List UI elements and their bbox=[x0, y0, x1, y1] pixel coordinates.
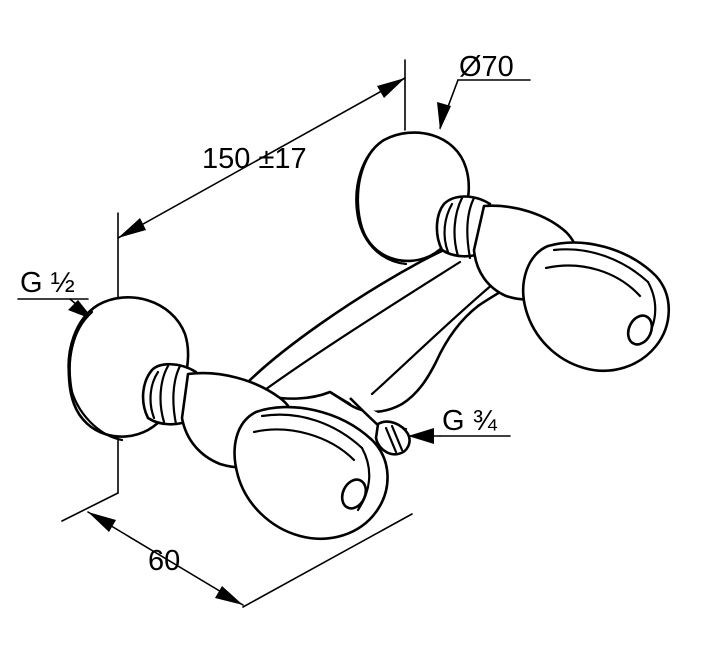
dimension-inlet bbox=[17, 298, 94, 320]
arrowhead bbox=[88, 512, 116, 532]
spacing-label: 150 ±17 bbox=[202, 143, 307, 175]
diameter-label: Ø70 bbox=[459, 51, 514, 83]
handle-hole bbox=[340, 478, 368, 510]
outlet-nozzle bbox=[374, 420, 411, 456]
handle-hole bbox=[626, 314, 654, 346]
dimension-outlet bbox=[407, 428, 511, 444]
arrowhead bbox=[437, 102, 451, 130]
depth-label: 60 bbox=[148, 545, 180, 577]
right-handle[interactable] bbox=[521, 241, 671, 373]
left-handle[interactable] bbox=[233, 405, 389, 540]
inlet-thread-label: G ½ bbox=[20, 267, 75, 299]
valve-drawing bbox=[67, 131, 671, 540]
arrowhead bbox=[118, 218, 146, 238]
dimension-diameter bbox=[437, 79, 531, 130]
outlet-thread-label: G ¾ bbox=[442, 405, 498, 437]
arrowhead bbox=[215, 586, 243, 605]
arrowhead bbox=[408, 428, 434, 444]
dimension-depth bbox=[61, 492, 413, 608]
arrowhead bbox=[377, 78, 405, 98]
